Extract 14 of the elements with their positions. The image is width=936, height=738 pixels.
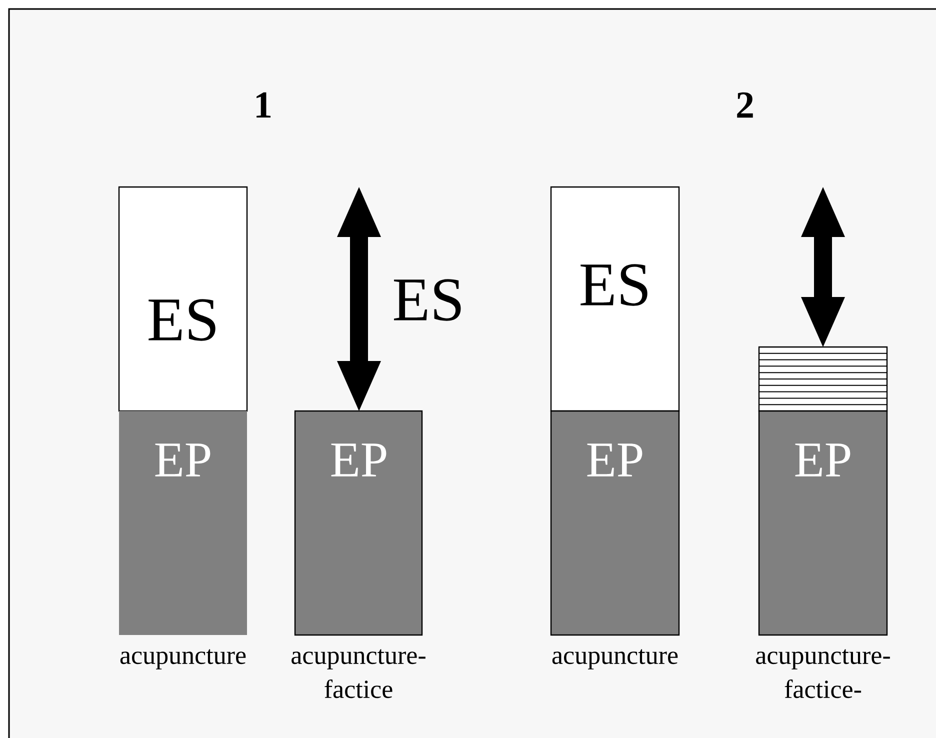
panel-number: 1	[256, 92, 271, 118]
bar-segment: EP acupuncture	[119, 410, 247, 670]
arrow-label: ES	[394, 279, 461, 321]
bar-segment: ES	[550, 186, 680, 412]
bar-segment: EP acupuncture- factice	[292, 410, 426, 698]
hatched-box	[758, 346, 888, 412]
node-label: acupuncture	[120, 649, 246, 670]
node-label: acupuncture- factice-	[756, 649, 890, 698]
bar-segment: ES	[118, 186, 248, 412]
node-label: acupuncture- factice	[292, 649, 426, 698]
node-label: acupuncture	[552, 649, 678, 670]
bar-segment: EP acupuncture	[550, 410, 680, 670]
bar-segment: EP acupuncture- factice-	[756, 410, 890, 698]
panel-number: 2	[737, 92, 753, 118]
